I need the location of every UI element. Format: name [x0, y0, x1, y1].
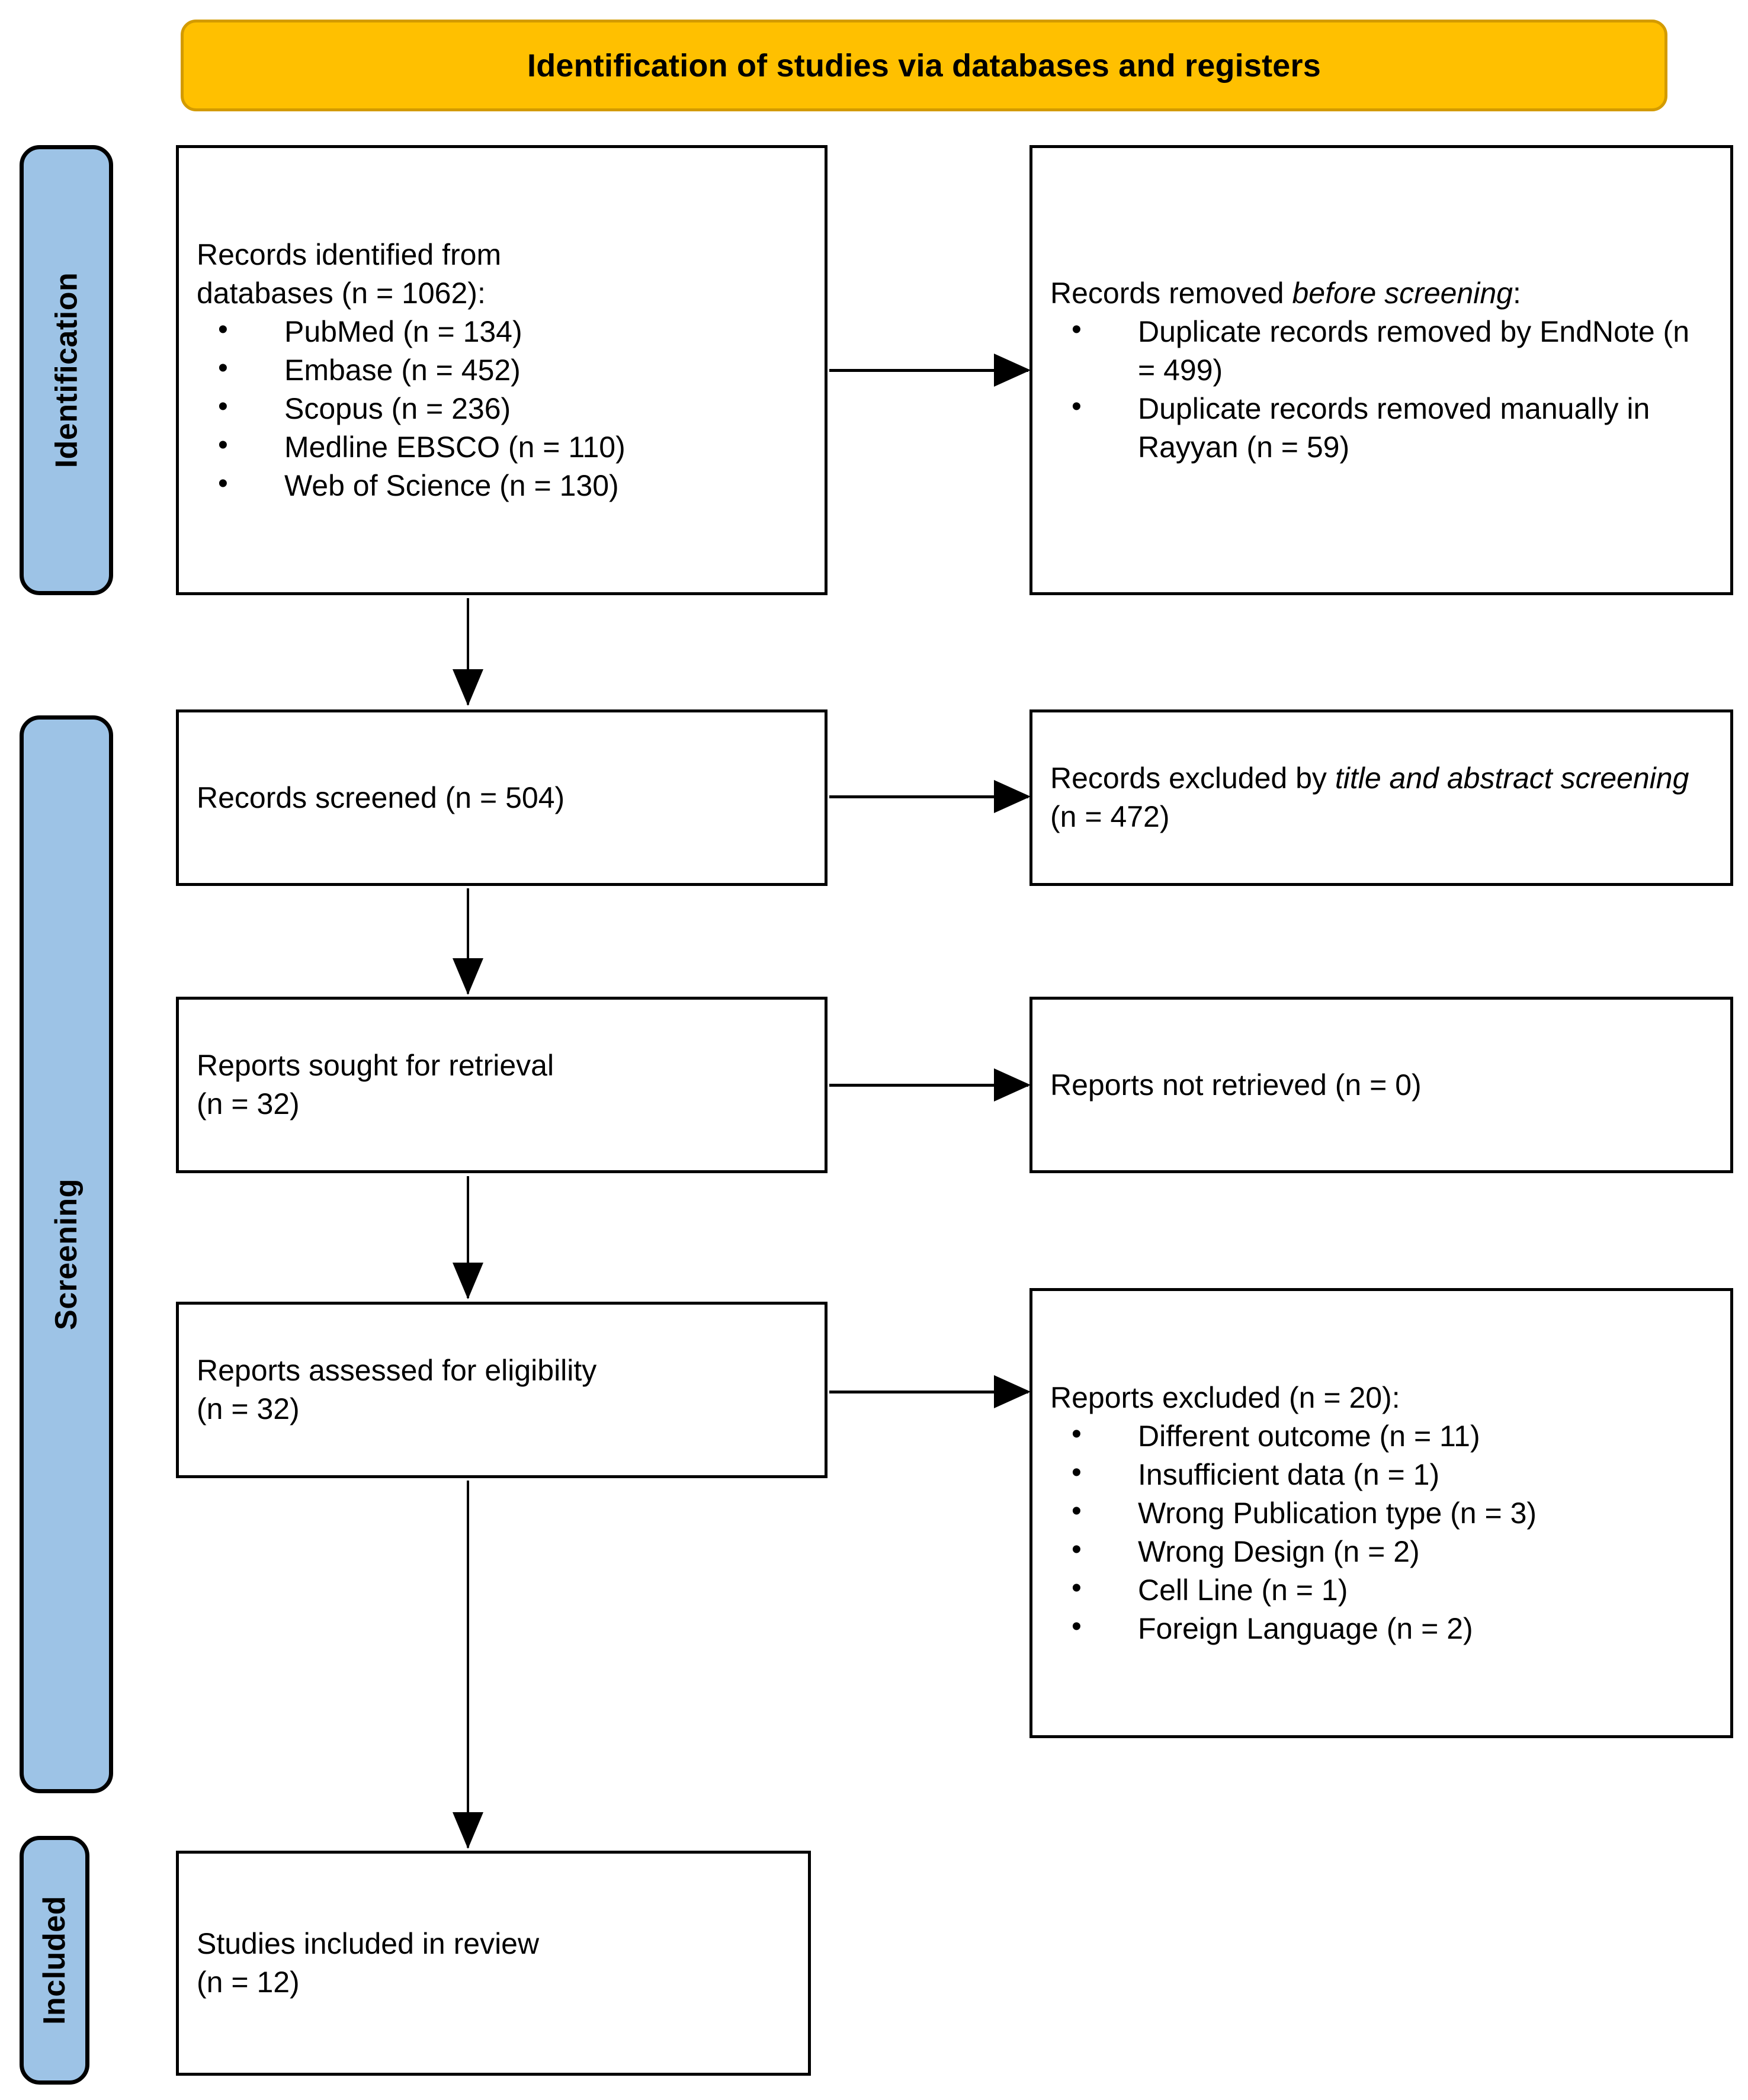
reports-assessed-line2: (n = 32)	[197, 1392, 300, 1425]
reports-assessed-line1: Reports assessed for eligibility	[197, 1354, 597, 1387]
records-identified-heading-line1: Records identified from	[197, 237, 502, 271]
list-item: Duplicate records removed manually in Ra…	[1050, 388, 1712, 467]
records-removed-heading-plain: Records removed	[1050, 276, 1292, 310]
arrow-head-icon	[453, 958, 483, 995]
records-excluded-text: Records excluded by title and abstract s…	[1050, 759, 1712, 836]
list-item: Scopus (n = 236)	[197, 388, 807, 428]
reports-excluded-list: Different outcome (n = 11) Insufficient …	[1050, 1416, 1712, 1648]
arrow-shaft	[829, 1391, 1028, 1393]
records-excluded-italic: title and abstract screening	[1335, 762, 1689, 795]
list-item: PubMed (n = 134)	[197, 312, 807, 351]
stage-label-included: Included	[20, 1836, 89, 2085]
reports-assessed-text: Reports assessed for eligibility (n = 32…	[197, 1351, 807, 1428]
list-item: Wrong Design (n = 2)	[1050, 1531, 1712, 1571]
records-excluded-prefix: Records excluded by	[1050, 762, 1335, 795]
records-identified-list: PubMed (n = 134) Embase (n = 452) Scopus…	[197, 312, 807, 505]
box-records-screened: Records screened (n = 504)	[176, 709, 828, 886]
arrow-shaft	[467, 1481, 469, 1848]
arrow-shaft	[467, 598, 469, 705]
records-removed-heading-suffix: :	[1512, 276, 1521, 310]
records-removed-list: Duplicate records removed by EndNote (n …	[1050, 312, 1712, 467]
list-item: Duplicate records removed by EndNote (n …	[1050, 312, 1712, 390]
list-item: Cell Line (n = 1)	[1050, 1570, 1712, 1610]
arrow-shaft	[829, 795, 1028, 798]
list-item: Different outcome (n = 11)	[1050, 1416, 1712, 1456]
arrow-head-icon	[994, 780, 1031, 813]
box-reports-not-retrieved: Reports not retrieved (n = 0)	[1029, 997, 1733, 1173]
list-item: Wrong Publication type (n = 3)	[1050, 1493, 1712, 1533]
arrow-head-icon	[994, 1068, 1031, 1102]
records-excluded-suffix: (n = 472)	[1050, 800, 1170, 833]
studies-included-text: Studies included in review (n = 12)	[197, 1925, 790, 2002]
arrow-shaft	[467, 1176, 469, 1298]
list-item: Embase (n = 452)	[197, 350, 807, 390]
arrow-head-icon	[994, 1375, 1031, 1408]
arrow-head-icon	[453, 1263, 483, 1299]
arrow-head-icon	[994, 354, 1031, 387]
stage-label-screening: Screening	[20, 715, 113, 1793]
arrow-shaft	[467, 888, 469, 994]
list-item: Medline EBSCO (n = 110)	[197, 427, 807, 467]
stage-label-identification: Identification	[20, 145, 113, 595]
records-removed-heading-italic: before screening	[1292, 276, 1513, 310]
reports-sought-line2: (n = 32)	[197, 1087, 300, 1120]
arrow-shaft	[829, 1084, 1028, 1087]
arrow-shaft	[829, 369, 1028, 372]
records-identified-heading: Records identified from databases (n = 1…	[197, 236, 807, 313]
reports-excluded-heading: Reports excluded (n = 20):	[1050, 1380, 1400, 1414]
records-removed-heading: Records removed before screening:	[1050, 274, 1712, 313]
list-item: Foreign Language (n = 2)	[1050, 1608, 1712, 1648]
stage-identification-text: Identification	[49, 272, 84, 468]
box-studies-included-in-review: Studies included in review (n = 12)	[176, 1851, 811, 2076]
records-identified-heading-line2: databases (n = 1062):	[197, 276, 486, 310]
arrow-head-icon	[453, 669, 483, 706]
stage-screening-text: Screening	[49, 1179, 84, 1330]
list-item: Insufficient data (n = 1)	[1050, 1454, 1712, 1494]
header-title: Identification of studies via databases …	[527, 47, 1321, 84]
reports-sought-text: Reports sought for retrieval (n = 32)	[197, 1046, 807, 1123]
stage-included-text: Included	[37, 1896, 72, 2025]
reports-not-retrieved-text: Reports not retrieved (n = 0)	[1050, 1068, 1422, 1102]
box-reports-assessed-for-eligibility: Reports assessed for eligibility (n = 32…	[176, 1302, 828, 1478]
reports-sought-line1: Reports sought for retrieval	[197, 1049, 554, 1082]
box-reports-sought-for-retrieval: Reports sought for retrieval (n = 32)	[176, 997, 828, 1173]
records-screened-text: Records screened (n = 504)	[197, 781, 565, 814]
arrow-head-icon	[453, 1812, 483, 1849]
box-records-identified: Records identified from databases (n = 1…	[176, 145, 828, 595]
studies-included-line1: Studies included in review	[197, 1927, 540, 1960]
list-item: Web of Science (n = 130)	[197, 465, 807, 505]
studies-included-line2: (n = 12)	[197, 1966, 300, 1999]
box-records-excluded: Records excluded by title and abstract s…	[1029, 709, 1733, 886]
diagram-header-banner: Identification of studies via databases …	[181, 20, 1667, 111]
box-reports-excluded: Reports excluded (n = 20): Different out…	[1029, 1288, 1733, 1738]
box-records-removed-before-screening: Records removed before screening: Duplic…	[1029, 145, 1733, 595]
